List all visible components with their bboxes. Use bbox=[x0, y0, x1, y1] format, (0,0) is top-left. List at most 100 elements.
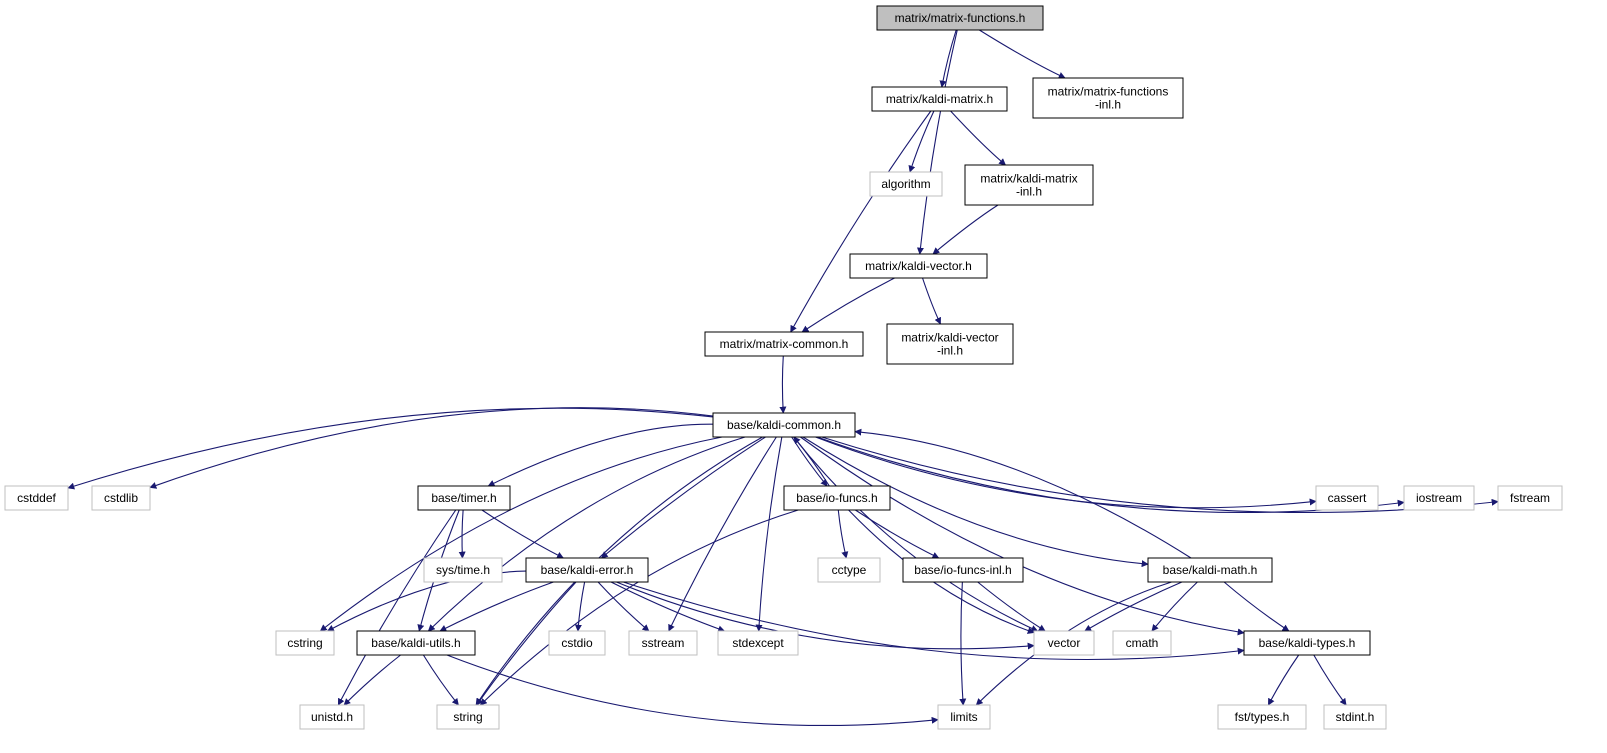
node-cassert: cassert bbox=[1315, 485, 1379, 511]
node-box bbox=[964, 164, 1094, 206]
node-iostream: iostream bbox=[1403, 485, 1475, 511]
node-mf[interactable]: matrix/matrix-functions.h bbox=[876, 5, 1044, 31]
node-label: sys/time.h bbox=[436, 563, 490, 577]
node-iofi[interactable]: base/io-funcs-inl.h bbox=[902, 557, 1024, 583]
edge-kmath-to-vector bbox=[1084, 581, 1183, 632]
node-label: limits bbox=[950, 710, 977, 724]
edge-ke-to-vector bbox=[616, 581, 1035, 650]
node-label: base/io-funcs.h bbox=[796, 491, 877, 505]
node-label: base/kaldi-common.h bbox=[727, 418, 841, 432]
node-box bbox=[91, 485, 151, 511]
node-box bbox=[525, 557, 649, 583]
node-label: matrix/matrix-common.h bbox=[720, 337, 849, 351]
node-label: base/kaldi-utils.h bbox=[371, 636, 460, 650]
node-box bbox=[937, 704, 991, 730]
node-kvi[interactable]: matrix/kaldi-vector-inl.h bbox=[886, 323, 1014, 365]
node-ku[interactable]: base/kaldi-utils.h bbox=[356, 630, 476, 656]
node-kmi[interactable]: matrix/kaldi-matrix-inl.h bbox=[964, 164, 1094, 206]
node-box bbox=[275, 630, 335, 656]
node-label: vector bbox=[1048, 636, 1081, 650]
node-label: cstddef bbox=[17, 491, 56, 505]
node-box bbox=[1217, 704, 1307, 730]
node-label: algorithm bbox=[881, 177, 930, 191]
node-vector: vector bbox=[1033, 630, 1095, 656]
node-label: -inl.h bbox=[1095, 98, 1121, 112]
node-box bbox=[902, 557, 1024, 583]
node-kc[interactable]: base/kaldi-common.h bbox=[712, 412, 856, 438]
edge-mf-to-km bbox=[939, 29, 957, 88]
edge-kmi-to-kv bbox=[932, 204, 999, 255]
node-label: cstdlib bbox=[104, 491, 138, 505]
node-box bbox=[417, 485, 511, 511]
edge-ke-to-stdexcept bbox=[610, 581, 726, 633]
edge-kmath-to-cmath bbox=[1151, 581, 1198, 632]
edge-kc-to-timer bbox=[487, 423, 714, 487]
node-label: cctype bbox=[832, 563, 867, 577]
node-label: cassert bbox=[1328, 491, 1367, 505]
edge-timer-to-unistd bbox=[337, 509, 457, 706]
node-label: base/kaldi-types.h bbox=[1259, 636, 1356, 650]
node-km[interactable]: matrix/kaldi-matrix.h bbox=[871, 86, 1008, 112]
edge-kc-to-cstring bbox=[319, 436, 723, 632]
edge-ke-to-cstring bbox=[326, 570, 527, 632]
edge-ke-to-string bbox=[476, 581, 577, 706]
edge-kc-to-cstdlib bbox=[149, 407, 714, 489]
node-box bbox=[1497, 485, 1563, 511]
edge-kv-to-mc bbox=[801, 277, 895, 333]
node-box bbox=[886, 323, 1014, 365]
edge-kc-to-kmath bbox=[802, 436, 1149, 568]
node-box bbox=[628, 630, 698, 656]
node-sstream: sstream bbox=[628, 630, 698, 656]
node-box bbox=[1112, 630, 1172, 656]
edge-kc-to-sstream bbox=[668, 436, 777, 632]
edge-iof-to-vector bbox=[848, 509, 1035, 634]
edge-kt-to-fsttypes bbox=[1267, 654, 1300, 706]
node-label: fst/types.h bbox=[1235, 710, 1290, 724]
node-kv[interactable]: matrix/kaldi-vector.h bbox=[849, 253, 988, 279]
edge-kmath-to-limits bbox=[975, 581, 1172, 706]
node-box bbox=[869, 171, 943, 197]
node-systime: sys/time.h bbox=[423, 557, 503, 583]
node-mc[interactable]: matrix/matrix-common.h bbox=[704, 331, 864, 357]
node-timer[interactable]: base/timer.h bbox=[417, 485, 511, 511]
edge-kc-to-fstream bbox=[821, 436, 1499, 514]
node-box bbox=[356, 630, 476, 656]
edge-km-to-kmi bbox=[950, 110, 1007, 166]
node-kt[interactable]: base/kaldi-types.h bbox=[1243, 630, 1371, 656]
edge-kc-to-vector bbox=[793, 436, 1039, 632]
node-box bbox=[299, 704, 365, 730]
node-mfi[interactable]: matrix/matrix-functions-inl.h bbox=[1032, 77, 1184, 119]
node-label: matrix/kaldi-matrix.h bbox=[886, 92, 993, 106]
node-box bbox=[1315, 485, 1379, 511]
node-unistd: unistd.h bbox=[299, 704, 365, 730]
edge-kt-to-stdint bbox=[1313, 654, 1347, 706]
node-label: cstring bbox=[287, 636, 322, 650]
edge-iofi-to-vector bbox=[977, 581, 1046, 632]
node-string: string bbox=[436, 704, 500, 730]
edge-kc-to-ke bbox=[600, 436, 766, 559]
node-label: matrix/matrix-functions.h bbox=[895, 11, 1026, 25]
edge-km-to-algorithm bbox=[908, 110, 935, 173]
node-label: base/kaldi-math.h bbox=[1163, 563, 1258, 577]
node-kmath[interactable]: base/kaldi-math.h bbox=[1147, 557, 1273, 583]
edge-iof-to-iofi bbox=[855, 509, 940, 559]
node-label: fstream bbox=[1510, 491, 1550, 505]
node-cmath: cmath bbox=[1112, 630, 1172, 656]
node-box bbox=[717, 630, 799, 656]
node-box bbox=[1033, 630, 1095, 656]
node-stdint: stdint.h bbox=[1323, 704, 1387, 730]
node-label: matrix/kaldi-vector bbox=[901, 331, 998, 345]
edge-kc-to-cstddef bbox=[67, 407, 714, 490]
node-fstream: fstream bbox=[1497, 485, 1563, 511]
edge-km-to-mc bbox=[790, 110, 932, 333]
node-label: matrix/kaldi-vector.h bbox=[865, 259, 972, 273]
node-label: -inl.h bbox=[937, 344, 963, 358]
node-label: unistd.h bbox=[311, 710, 353, 724]
node-iof[interactable]: base/io-funcs.h bbox=[783, 485, 891, 511]
edge-timer-to-ke bbox=[481, 509, 564, 559]
node-box bbox=[783, 485, 891, 511]
node-ke[interactable]: base/kaldi-error.h bbox=[525, 557, 649, 583]
node-label: sstream bbox=[642, 636, 685, 650]
node-box bbox=[849, 253, 988, 279]
node-box bbox=[1032, 77, 1184, 119]
